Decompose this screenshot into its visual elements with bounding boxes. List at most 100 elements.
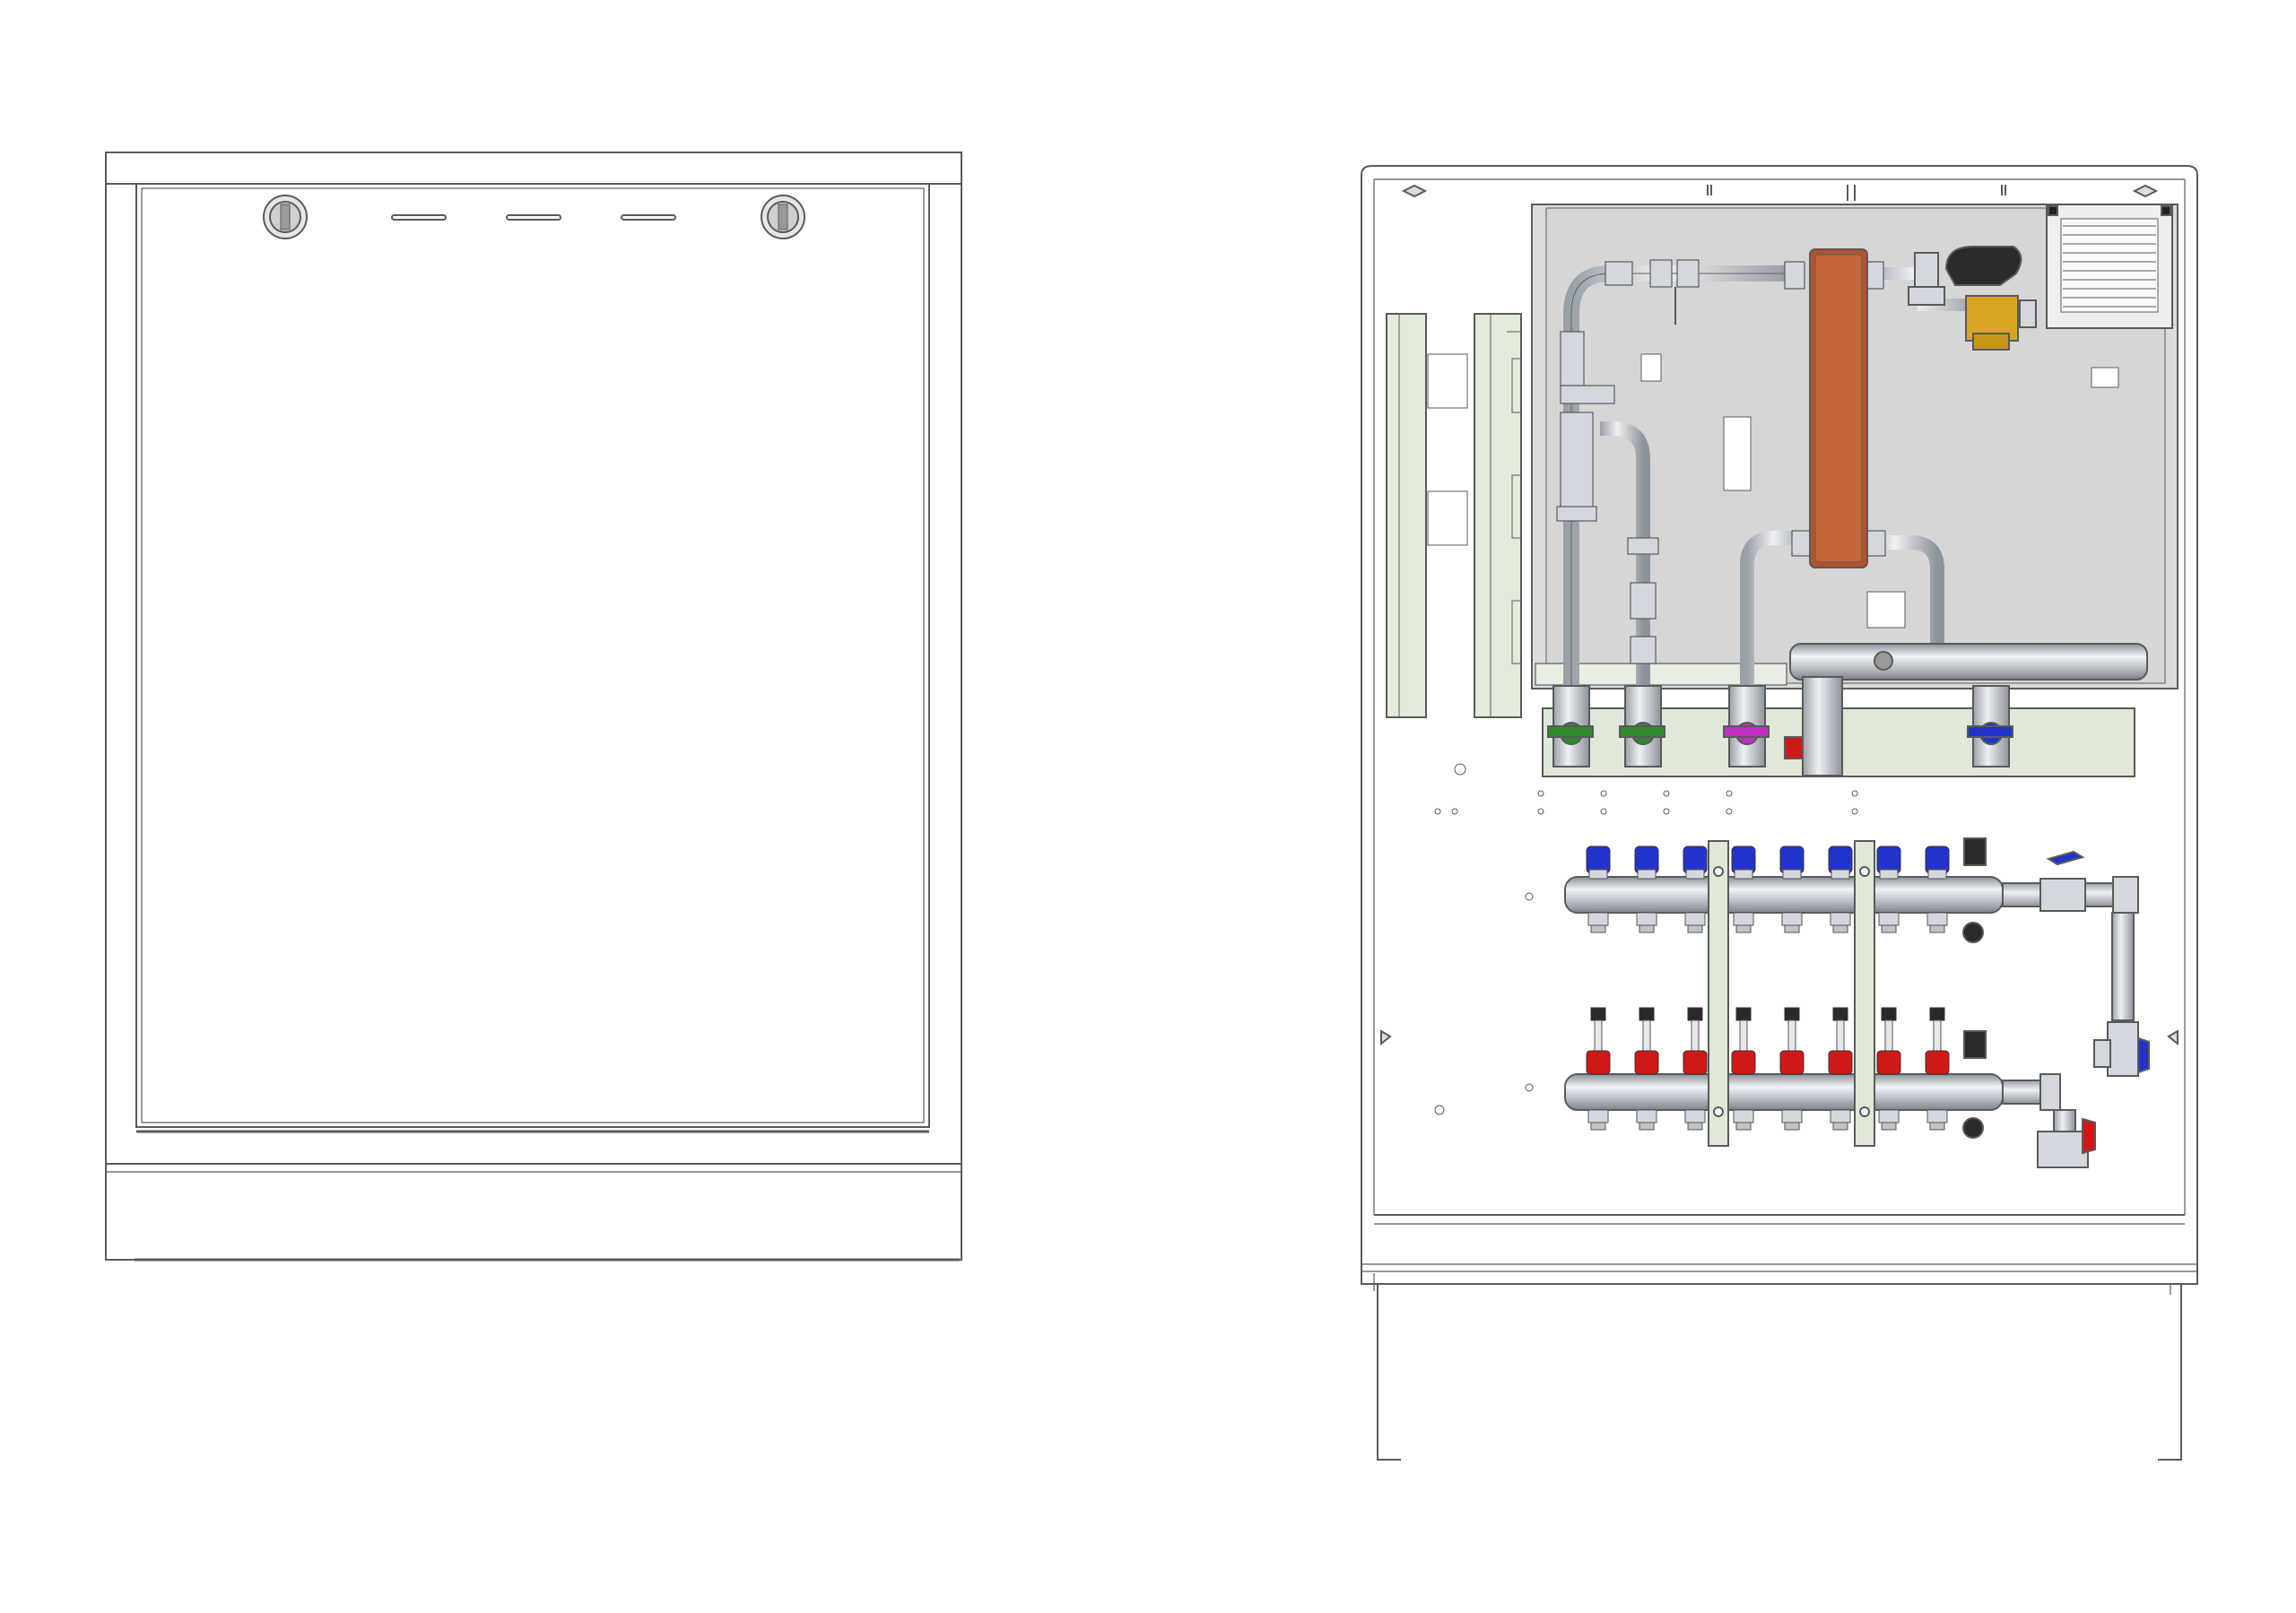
return-outlet-tail: [1687, 1122, 1703, 1131]
door-lock-right: [761, 195, 805, 239]
left-mounting-rail-1: [1386, 313, 1468, 718]
motorized-valve: [1908, 246, 2037, 351]
top-notch-1: [1707, 185, 1712, 195]
supply-outlet-6: [1828, 846, 1853, 933]
return-outlet-nut: [1878, 1109, 1900, 1123]
hx-secondary-pipe-left: [1740, 531, 1812, 708]
return-valve-body: [1925, 1050, 1950, 1075]
supply-valve-neck: [1831, 869, 1850, 880]
top-notch-3: [2001, 185, 2006, 195]
supply-outlet-4: [1731, 846, 1756, 933]
return-outlet-tail: [1735, 1122, 1752, 1131]
isolation-valve-row: [1547, 676, 2013, 776]
supply-valve-neck: [1927, 869, 1947, 880]
supply-valve-neck: [1782, 869, 1802, 880]
electrical-junction-box: [2046, 204, 2173, 329]
backplate-label-3: [1866, 591, 1906, 629]
return-manifold-end-assembly: [1962, 1030, 2096, 1168]
door-vent-slot-2: [506, 214, 561, 221]
manifold-bracket-1: [1708, 840, 1729, 1147]
cabinet-door-inner: [141, 187, 925, 1123]
return-valve-body: [1586, 1050, 1611, 1075]
top-wing-nut-right: [2132, 184, 2159, 198]
cabinet-leg-right: [2158, 1284, 2182, 1461]
supply-outlet-tail: [1832, 924, 1848, 933]
side-wing-nut-right: [2167, 1029, 2179, 1046]
supply-outlet-tail: [1735, 924, 1752, 933]
cabinet-door: [135, 183, 930, 1128]
return-outlet-6: [1828, 1007, 1853, 1131]
return-outlet-tail: [1639, 1122, 1655, 1131]
cabinet-outer-frame: [105, 152, 962, 1261]
hx-secondary-pipe-right: [1866, 535, 1944, 646]
flow-meter-tube: [1933, 1019, 1942, 1052]
supply-outlet-nut: [1878, 912, 1900, 926]
top-notch-2: [1847, 185, 1856, 201]
return-outlet-tail: [1590, 1122, 1606, 1131]
flow-meter-knob: [1687, 1007, 1703, 1021]
supply-valve-neck: [1637, 869, 1657, 880]
return-outlet-5: [1779, 1007, 1805, 1131]
supply-outlet-tail: [1784, 924, 1800, 933]
flow-meter-tube: [1884, 1019, 1893, 1052]
return-outlet-7: [1876, 1007, 1901, 1131]
return-outlet-tail: [1832, 1122, 1848, 1131]
return-outlet-3: [1683, 1007, 1708, 1131]
valve-green-1: [1547, 685, 1594, 767]
manifold-bracket-2: [1854, 840, 1875, 1147]
return-outlet-2: [1634, 1007, 1659, 1131]
return-valve-body: [1828, 1050, 1853, 1075]
supply-outlet-nut: [1781, 912, 1803, 926]
supply-outlet-8: [1925, 846, 1950, 933]
cabinet-open-view: [1361, 165, 2198, 1461]
return-outlet-tail: [1929, 1122, 1945, 1131]
return-valve-body: [1634, 1050, 1659, 1075]
supply-outlet-nut: [1636, 912, 1657, 926]
door-lock-left: [263, 195, 308, 239]
top-wing-nut-left: [1401, 184, 1428, 198]
flow-meter-knob: [1881, 1007, 1897, 1021]
return-manifold: [1564, 1007, 2004, 1131]
supply-outlet-tail: [1881, 924, 1897, 933]
flow-meter-knob: [1929, 1007, 1945, 1021]
supply-valve-neck: [1879, 869, 1899, 880]
return-outlet-nut: [1926, 1109, 1948, 1123]
return-outlet-1: [1586, 1007, 1611, 1131]
backplate-label-1: [1640, 353, 1662, 382]
primary-manifold: [1789, 643, 2148, 681]
return-outlet-nut: [1587, 1109, 1609, 1123]
supply-outlet-nut: [1587, 912, 1609, 926]
valve-actuator: [1944, 246, 2022, 286]
supply-outlet-3: [1683, 846, 1708, 933]
flow-meter-knob: [1832, 1007, 1848, 1021]
supply-outlet-7: [1876, 846, 1901, 933]
backplate-label-4: [2091, 367, 2119, 388]
supply-outlet-nut: [1684, 912, 1706, 926]
return-pipe-loop: [1600, 421, 1650, 708]
flow-meter-tube: [1594, 1019, 1603, 1052]
flow-meter-tube: [1836, 1019, 1845, 1052]
valve-green-2: [1619, 685, 1665, 767]
supply-outlet-tail: [1929, 924, 1945, 933]
supply-outlet-nut: [1733, 912, 1754, 926]
flow-meter-knob: [1735, 1007, 1752, 1021]
cabinet-closed-view: [105, 152, 962, 1262]
supply-outlet-1: [1586, 846, 1611, 933]
return-outlet-nut: [1684, 1109, 1706, 1123]
supply-manifold: [1564, 846, 2004, 933]
flow-meter-knob: [1639, 1007, 1655, 1021]
return-outlet-8: [1925, 1007, 1950, 1131]
return-outlet-tail: [1881, 1122, 1897, 1131]
backplate-label-2: [1723, 416, 1752, 491]
return-outlet-nut: [1733, 1109, 1754, 1123]
flow-meter-tube: [1739, 1019, 1748, 1052]
plate-heat-exchanger: [1809, 248, 1868, 568]
supply-outlet-nut: [1830, 912, 1851, 926]
supply-outlet-tail: [1590, 924, 1606, 933]
return-outlet-4: [1731, 1007, 1756, 1131]
door-vent-slot-1: [391, 214, 447, 221]
return-valve-body: [1731, 1050, 1756, 1075]
supply-valve-neck: [1685, 869, 1705, 880]
